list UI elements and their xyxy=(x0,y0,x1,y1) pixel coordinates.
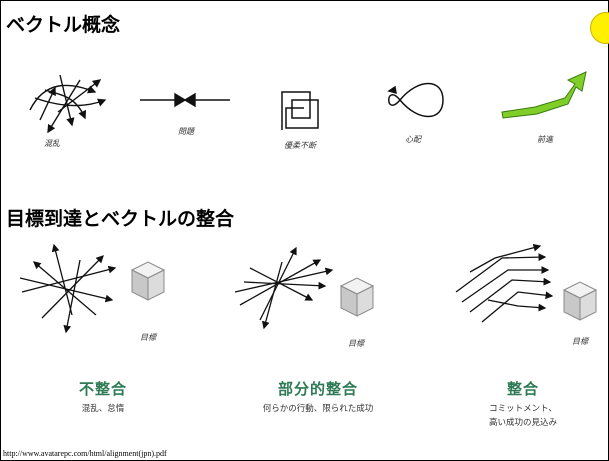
goal-cube-icon xyxy=(562,281,598,321)
label-progress: 前進 xyxy=(537,135,553,144)
title-vector-concept: ベクトル概念 xyxy=(6,14,121,36)
outcome-desc-aligned-line2: 高い成功の見込み xyxy=(488,418,557,428)
goal-cube-icon xyxy=(339,277,375,317)
label-problem: 問題 xyxy=(178,127,194,136)
outcome-title-misaligned: 不整合 xyxy=(78,380,127,398)
progress-icon xyxy=(501,71,587,119)
title-alignment: 目標到達とベクトルの整合 xyxy=(6,208,235,230)
goal-label: 目標 xyxy=(348,339,364,348)
label-worry: 心配 xyxy=(405,135,421,144)
source-url: http://www.avatarepc.com/html/alignment(… xyxy=(3,449,167,458)
label-confusion: 混乱 xyxy=(44,139,60,148)
outcome-desc-aligned-line1: コミットメント、 xyxy=(489,404,557,414)
worry-icon xyxy=(387,82,444,118)
goal-label: 目標 xyxy=(572,337,588,346)
indecision-icon xyxy=(281,91,319,130)
outcome-title-partial: 部分的整合 xyxy=(277,380,358,398)
goal-cube-icon xyxy=(130,261,166,301)
outcome-desc-partial: 何らかの行動、限られた成功 xyxy=(262,404,374,414)
misaligned-arrows-icon xyxy=(19,243,117,334)
partial-arrows-icon xyxy=(234,246,334,330)
confusion-icon xyxy=(29,74,107,134)
label-indecision: 優柔不断 xyxy=(284,141,316,150)
outcome-title-aligned: 整合 xyxy=(506,380,539,398)
goal-label: 目標 xyxy=(140,333,156,342)
outcome-desc-misaligned: 混乱、怠惰 xyxy=(81,404,125,414)
aligned-arrows-icon xyxy=(455,243,554,323)
problem-icon xyxy=(140,92,230,108)
